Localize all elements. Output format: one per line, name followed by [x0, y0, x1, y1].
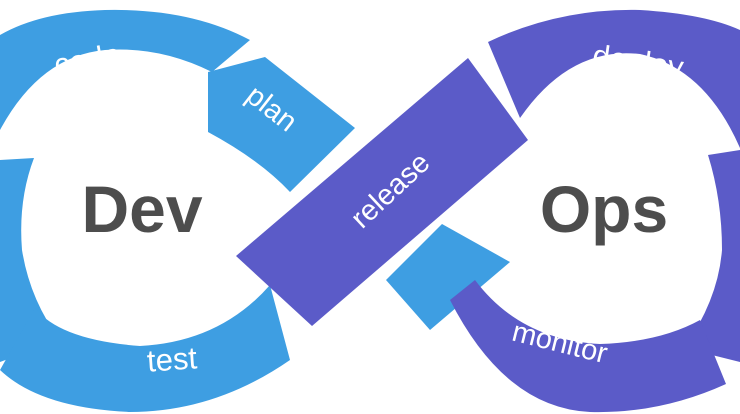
segment-test [0, 285, 290, 412]
segment-release [236, 58, 528, 326]
label-test: test [146, 340, 199, 378]
segment-arrow-tip [386, 224, 510, 330]
segment-monitor [450, 280, 726, 413]
segment-code [0, 9, 250, 130]
segment-right-edge [684, 150, 740, 362]
segment-left-edge [0, 158, 60, 362]
title-dev: Dev [81, 172, 202, 246]
segment-plan [208, 57, 355, 192]
segment-deploy [488, 9, 740, 149]
title-ops: Ops [540, 172, 668, 246]
